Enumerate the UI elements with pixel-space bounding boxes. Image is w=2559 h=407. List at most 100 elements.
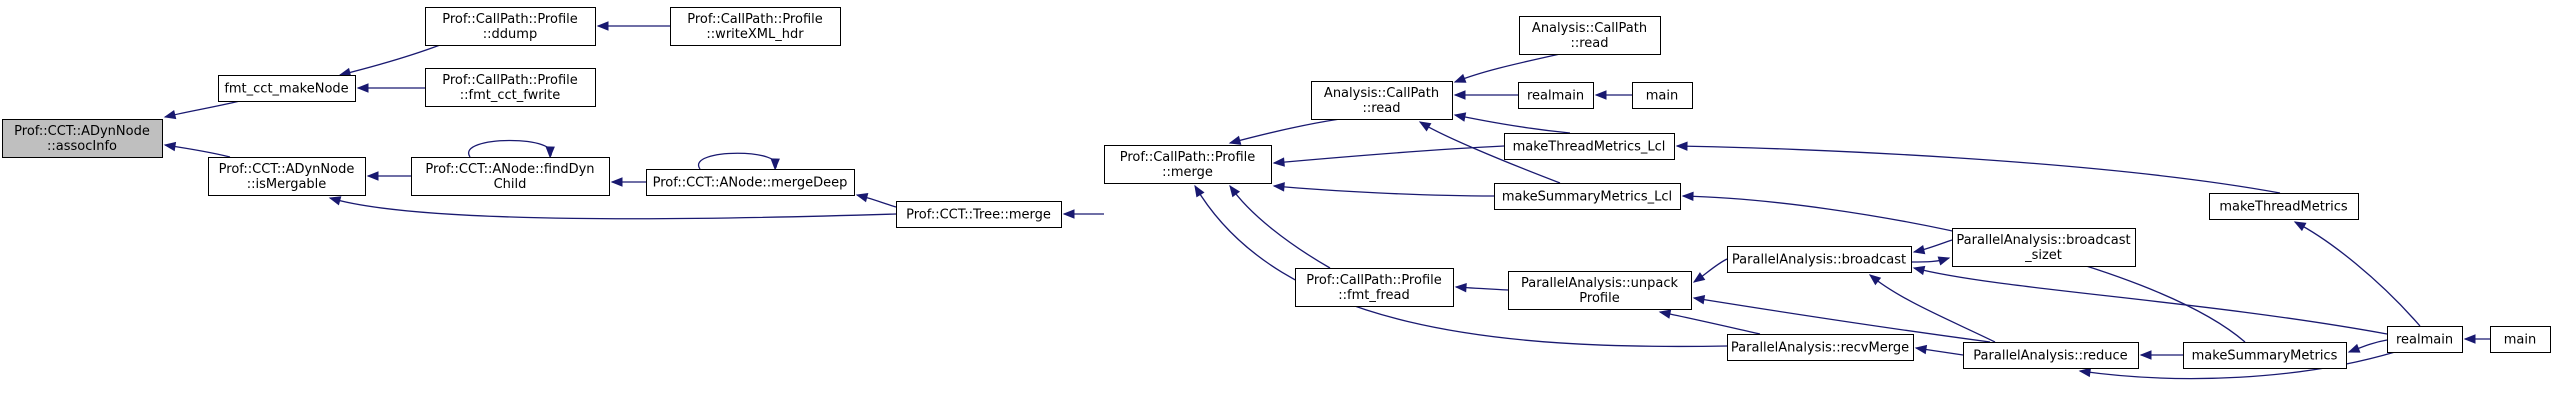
edge-makeThreadMetrics_Lcl-to-profile_merge xyxy=(1272,145,1505,167)
node-profile-merge[interactable]: Prof::CallPath::Profile::merge xyxy=(1104,145,1272,184)
node-box xyxy=(1508,271,1692,310)
edge-main2-to-realmain2 xyxy=(2463,334,2490,344)
node-label-line: main xyxy=(1646,89,1678,104)
node-label-line: Prof::CCT::ANode::mergeDeep xyxy=(653,176,848,191)
node-box xyxy=(2387,326,2463,353)
arrowhead-icon xyxy=(2347,343,2361,353)
node-fmt-fread[interactable]: Prof::CallPath::Profile::fmt_fread xyxy=(1295,268,1454,307)
edge-realmain2-to-broadcast xyxy=(1912,265,2388,335)
node-box xyxy=(2183,342,2347,369)
node-label-line: ParallelAnalysis::reduce xyxy=(1973,349,2127,364)
node-box xyxy=(896,201,1062,228)
node-makesummarymetrics-lcl[interactable]: makeSummaryMetrics_Lcl xyxy=(1494,183,1681,210)
node-label-line: ::fmt_fread xyxy=(1338,288,1409,303)
arrowhead-icon xyxy=(1194,184,1205,198)
arrowhead-icon xyxy=(1228,135,1242,145)
node-label-line: Child xyxy=(494,177,527,192)
arrowhead-icon xyxy=(1453,73,1467,83)
node-label-line: makeThreadMetrics xyxy=(2219,200,2348,215)
arrowhead-icon xyxy=(1418,121,1432,132)
edge-makeSummaryMetrics_Lcl-to-analysis_read1 xyxy=(1418,121,1561,184)
node-makethreadmetrics-lcl[interactable]: makeThreadMetrics_Lcl xyxy=(1504,133,1675,160)
edge-realmain1-to-analysis_read1 xyxy=(1453,90,1518,100)
edges-layer xyxy=(163,21,2490,380)
arrowhead-icon xyxy=(2078,367,2092,378)
node-writexml-hdr[interactable]: Prof::CallPath::Profile::writeXML_hdr xyxy=(670,7,841,46)
arrowhead-icon xyxy=(2139,350,2152,360)
node-realmain2[interactable]: realmain xyxy=(2387,326,2463,353)
node-analysis-read1[interactable]: Analysis::CallPath::read xyxy=(1311,81,1453,120)
node-label-line: ParallelAnalysis::broadcast xyxy=(1732,253,1906,268)
node-mergedeep[interactable]: Prof::CCT::ANode::mergeDeep xyxy=(646,169,855,196)
node-analysis-read2[interactable]: Analysis::CallPath::read xyxy=(1519,16,1661,55)
arrowhead-icon xyxy=(596,21,609,31)
arrowhead-icon xyxy=(770,158,780,171)
edge-makeSummaryMetrics-to-reduce xyxy=(2139,350,2183,360)
arrowhead-icon xyxy=(163,141,177,152)
edge-realmain2-to-reduce xyxy=(2078,351,2396,380)
edge-line xyxy=(1869,274,1996,343)
arrowhead-icon xyxy=(2293,221,2307,232)
node-fmt-cct-makenode[interactable]: fmt_cct_makeNode xyxy=(218,75,356,102)
edge-findDynChild-to-isMergable xyxy=(366,171,411,181)
edge-main1-to-realmain1 xyxy=(1594,90,1632,100)
edge-reduce-to-unpackProfile xyxy=(1692,294,1991,343)
node-main1[interactable]: main xyxy=(1632,82,1693,109)
edge-line xyxy=(2079,351,2396,380)
node-label-line: Prof::CCT::Tree::merge xyxy=(906,208,1051,223)
arrowhead-icon xyxy=(1594,90,1607,100)
node-label-line: ::ddump xyxy=(483,27,537,42)
arrowhead-icon xyxy=(855,193,869,203)
node-fmt-cct-fwrite[interactable]: Prof::CallPath::Profile::fmt_cct_fwrite xyxy=(425,68,596,107)
node-main2[interactable]: main xyxy=(2490,326,2551,353)
edge-unpackProfile-to-fmt_fread xyxy=(1454,282,1509,293)
arrowhead-icon xyxy=(328,196,342,206)
arrowhead-icon xyxy=(610,177,623,187)
arrowhead-icon xyxy=(1272,157,1285,167)
node-tree-merge[interactable]: Prof::CCT::Tree::merge xyxy=(896,201,1062,228)
arrowhead-icon xyxy=(356,83,369,93)
node-label-line: ::fmt_cct_fwrite xyxy=(460,88,561,103)
node-box xyxy=(1952,228,2136,267)
arrowhead-icon xyxy=(1453,90,1466,100)
node-label-line: Prof::CallPath::Profile xyxy=(687,12,823,27)
node-label-line: ::assocInfo xyxy=(47,139,117,154)
node-box xyxy=(2,119,163,158)
node-makesummarymetrics[interactable]: makeSummaryMetrics xyxy=(2183,342,2347,369)
node-box xyxy=(411,157,610,196)
arrowhead-icon xyxy=(1229,184,1241,198)
node-ismergable[interactable]: Prof::CCT::ADynNode::isMergable xyxy=(208,157,366,196)
node-recvmerge[interactable]: ParallelAnalysis::recvMerge xyxy=(1727,334,1914,361)
edge-broadcast-to-unpackProfile xyxy=(1692,258,1728,283)
edge-broadcast-to-broadcast_sizet xyxy=(1910,256,1951,266)
node-broadcast-sizet[interactable]: ParallelAnalysis::broadcast_sizet xyxy=(1952,228,2136,267)
edge-profile_merge-to-tree_merge xyxy=(1062,209,1104,219)
node-box xyxy=(208,157,366,196)
node-realmain1[interactable]: realmain xyxy=(1518,82,1594,109)
node-box xyxy=(218,75,356,102)
node-associnfo[interactable]: Prof::CCT::ADynNode::assocInfo xyxy=(2,119,163,158)
node-ddump[interactable]: Prof::CallPath::Profile::ddump xyxy=(425,7,596,46)
arrowhead-icon xyxy=(545,146,555,159)
edge-line xyxy=(1913,267,2388,335)
node-broadcast[interactable]: ParallelAnalysis::broadcast xyxy=(1727,246,1912,273)
node-label-line: main xyxy=(2504,333,2536,348)
arrowhead-icon xyxy=(1868,274,1882,286)
arrowhead-icon xyxy=(1681,191,1694,202)
edge-tree_merge-to-mergeDeep xyxy=(855,193,897,208)
edge-makeThreadMetrics_Lcl-to-analysis_read1 xyxy=(1453,112,1571,134)
edge-recvMerge-to-unpackProfile xyxy=(1658,309,1761,335)
arrowhead-icon xyxy=(1675,141,1688,151)
node-label-line: makeSummaryMetrics_Lcl xyxy=(1502,190,1672,205)
edge-line xyxy=(467,139,553,158)
node-reduce[interactable]: ParallelAnalysis::reduce xyxy=(1963,342,2139,369)
node-label-line: makeSummaryMetrics xyxy=(2192,349,2338,364)
edge-broadcast_sizet-to-broadcast xyxy=(1912,239,1953,255)
node-box xyxy=(1311,81,1453,120)
node-label-line: Analysis::CallPath xyxy=(1324,86,1439,101)
node-label-line: ::isMergable xyxy=(247,177,327,192)
node-makethreadmetrics[interactable]: makeThreadMetrics xyxy=(2209,193,2359,220)
